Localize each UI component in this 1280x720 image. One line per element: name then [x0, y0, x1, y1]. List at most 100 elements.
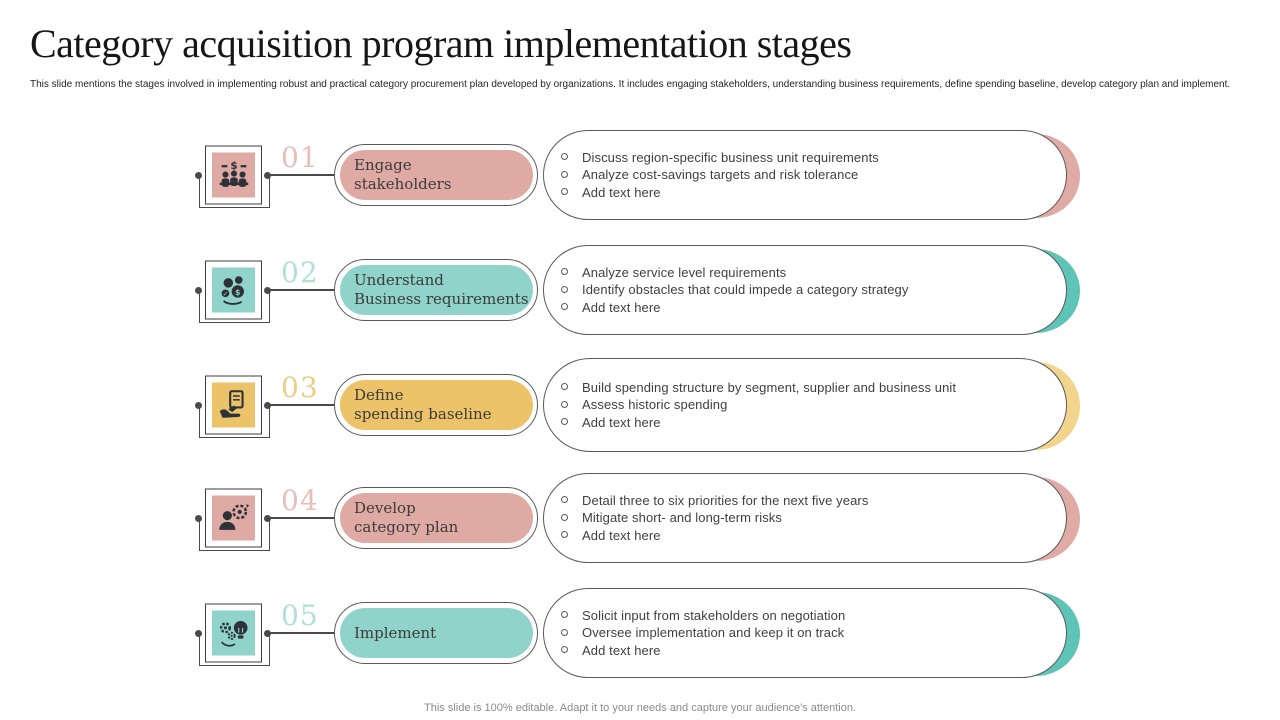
bullet-marker — [561, 383, 568, 391]
stage-pill: Define spending baseline — [334, 374, 538, 436]
stage-details: Discuss region-specific business unit re… — [543, 130, 1080, 220]
connector-dot-left — [195, 514, 202, 522]
user-target-icon — [218, 503, 249, 530]
bullet-list: Solicit input from stakeholders on negot… — [544, 607, 964, 660]
stage-details: Build spending structure by segment, sup… — [543, 358, 1080, 452]
stage-details: Detail three to six priorities for the n… — [543, 473, 1080, 563]
stage-number: 01 — [281, 141, 319, 174]
stage-pill: Develop category plan — [334, 487, 538, 549]
bullet-text: Add text here — [582, 527, 661, 543]
bullet-item: Add text here — [561, 184, 964, 202]
bullet-marker — [561, 170, 568, 178]
bullet-item: Add text here — [561, 527, 964, 545]
stage-row-3: 03 Define spending baseline Build spendi… — [0, 358, 1280, 452]
bullet-text: Identify obstacles that could impede a c… — [582, 282, 909, 298]
bill-payment-icon — [219, 389, 244, 418]
stage-icon-box — [205, 375, 262, 435]
connector-bracket — [199, 633, 270, 666]
meeting-stakeholders-icon: $ — [219, 159, 248, 187]
stage-row-1: $ 01 Engage stakeholders Discuss region-… — [0, 130, 1280, 220]
stage-icon-background — [212, 382, 255, 428]
page-title: Category acquisition program implementat… — [30, 21, 852, 66]
stage-pill: Understand Business requirements — [334, 259, 538, 321]
stage-icon-background — [212, 610, 255, 656]
idea-gears-icon — [219, 620, 247, 647]
bullet-text: Analyze cost-savings targets and risk to… — [582, 167, 859, 183]
stage-pill-fill — [340, 493, 533, 543]
connector-line — [268, 289, 334, 291]
bullet-text: Add text here — [582, 299, 661, 315]
bullet-text: Build spending structure by segment, sup… — [582, 379, 957, 395]
connector-dot-left — [195, 286, 202, 294]
bullet-marker — [561, 188, 568, 196]
connector-line — [268, 517, 334, 519]
bullet-marker — [561, 531, 568, 539]
connector-line — [268, 404, 334, 406]
bullet-text: Oversee implementation and keep it on tr… — [582, 625, 845, 641]
stage-row-5: 05 Implement Solicit input from stakehol… — [0, 588, 1280, 678]
bullet-text: Discuss region-specific business unit re… — [582, 149, 879, 165]
details-panel: Analyze service level requirements Ident… — [543, 245, 1067, 335]
bullet-list: Build spending structure by segment, sup… — [544, 379, 964, 432]
stage-label: Define spending baseline — [354, 386, 492, 423]
connector-dot-right — [264, 171, 271, 179]
connector-bracket — [199, 175, 270, 208]
bullet-marker — [561, 646, 568, 654]
stage-icon-box: $ ✓ — [205, 260, 262, 320]
connector-dot-left — [195, 171, 202, 179]
bullet-marker — [561, 628, 568, 636]
stage-pill: Implement — [334, 602, 538, 664]
connector-line — [268, 174, 334, 176]
stage-icon-box: $ — [205, 145, 262, 205]
details-panel: Solicit input from stakeholders on negot… — [543, 588, 1067, 678]
bullet-text: Solicit input from stakeholders on negot… — [582, 607, 846, 623]
bullet-text: Detail three to six priorities for the n… — [582, 492, 869, 508]
bullet-text: Add text here — [582, 184, 661, 200]
bullet-item: Add text here — [561, 299, 964, 317]
stage-row-4: 04 Develop category plan Detail three to… — [0, 473, 1280, 563]
bullet-marker — [561, 513, 568, 521]
stage-icon-box — [205, 488, 262, 548]
bullet-marker — [561, 153, 568, 161]
stage-label: Understand Business requirements — [354, 271, 529, 308]
stage-number: 04 — [281, 484, 319, 517]
bullet-text: Assess historic spending — [582, 397, 728, 413]
bullet-item: Analyze service level requirements — [561, 264, 964, 282]
bullet-item: Discuss region-specific business unit re… — [561, 149, 964, 167]
engagement-badges-icon: $ ✓ — [221, 275, 244, 305]
bullet-marker — [561, 611, 568, 619]
stage-icon-background — [212, 495, 255, 541]
editable-note: This slide is 100% editable. Adapt it to… — [424, 702, 856, 714]
bullet-marker — [561, 285, 568, 293]
stage-pill-fill — [340, 608, 533, 658]
connector-bracket — [199, 405, 270, 438]
connector-dot-left — [195, 629, 202, 637]
bullet-marker — [561, 418, 568, 426]
bullet-item: Add text here — [561, 414, 964, 432]
svg-text:$: $ — [230, 159, 237, 171]
stage-pill-fill — [340, 265, 533, 315]
bullet-item: Detail three to six priorities for the n… — [561, 492, 964, 510]
bullet-list: Analyze service level requirements Ident… — [544, 264, 964, 317]
bullet-marker — [561, 400, 568, 408]
bullet-marker — [561, 303, 568, 311]
bullet-item: Assess historic spending — [561, 396, 964, 414]
slide-description: This slide mentions the stages involved … — [30, 79, 1231, 90]
stage-label: Develop category plan — [354, 499, 459, 536]
stage-icon-background: $ — [212, 152, 255, 198]
bullet-list: Discuss region-specific business unit re… — [544, 149, 964, 202]
bullet-item: Solicit input from stakeholders on negot… — [561, 607, 964, 625]
connector-dot-right — [264, 401, 271, 409]
svg-text:✓: ✓ — [222, 290, 228, 298]
stage-details: Analyze service level requirements Ident… — [543, 245, 1080, 335]
bullet-item: Identify obstacles that could impede a c… — [561, 281, 964, 299]
connector-bracket — [199, 518, 270, 551]
bullet-list: Detail three to six priorities for the n… — [544, 492, 964, 545]
stage-label: Engage stakeholders — [354, 156, 452, 193]
stage-details: Solicit input from stakeholders on negot… — [543, 588, 1080, 678]
stage-pill-fill — [340, 380, 533, 430]
svg-text:$: $ — [235, 287, 240, 296]
bullet-marker — [561, 268, 568, 276]
stage-number: 02 — [281, 256, 319, 289]
